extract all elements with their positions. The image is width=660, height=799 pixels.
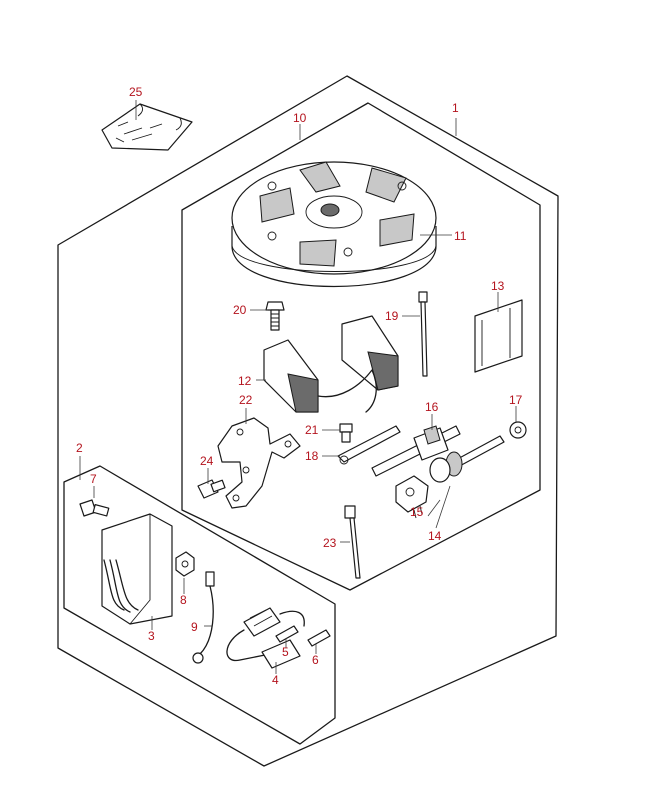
connector-icon-16 — [371, 425, 461, 477]
callout-6: 6 — [312, 653, 319, 667]
screw-icon-21 — [339, 423, 353, 443]
connector-icon-15 — [395, 475, 429, 519]
washer-icon — [509, 421, 527, 439]
callout-14: 14 — [428, 529, 442, 543]
coil-pair-icon — [263, 315, 399, 413]
assembly-outline-box — [181, 102, 541, 591]
callout-23: 23 — [323, 536, 337, 550]
callout-4: 4 — [272, 673, 279, 687]
callout-25: 25 — [129, 85, 143, 99]
leader-lines — [79, 100, 517, 674]
bolt-icon-24 — [197, 479, 226, 499]
bracket-icon — [217, 417, 301, 509]
callout-10: 10 — [293, 111, 307, 125]
callout-8: 8 — [180, 593, 187, 607]
callout-24: 24 — [200, 454, 214, 468]
callout-12: 12 — [238, 374, 252, 388]
fuse-holder-icon — [226, 607, 305, 669]
callout-labels: 1 10 25 11 20 19 13 12 22 21 18 16 17 24… — [76, 85, 523, 687]
callout-17: 17 — [509, 393, 523, 407]
callout-18: 18 — [305, 449, 319, 463]
callout-11: 11 — [454, 229, 467, 243]
callout-19: 19 — [385, 309, 399, 323]
tape-icon — [474, 299, 523, 373]
callout-22: 22 — [239, 393, 253, 407]
wire-clip-icon — [337, 425, 401, 465]
callout-9: 9 — [191, 620, 198, 634]
callout-16: 16 — [425, 400, 439, 414]
bolt-icon-20 — [265, 301, 285, 331]
flywheel-icon — [231, 161, 437, 288]
callout-21: 21 — [305, 423, 319, 437]
callout-1: 1 — [452, 101, 459, 115]
connector-icon-14 — [429, 435, 505, 483]
callout-20: 20 — [233, 303, 247, 317]
callout-3: 3 — [148, 629, 155, 643]
cable-tie-icon-19 — [418, 291, 428, 377]
callout-7: 7 — [90, 472, 97, 486]
nut-icon — [175, 551, 195, 577]
cable-tie-icon-23 — [344, 505, 361, 579]
ground-wire-icon — [192, 571, 215, 664]
fuse-icon-5 — [275, 625, 299, 643]
bolt-icon-7 — [79, 499, 110, 517]
callout-15: 15 — [410, 505, 424, 519]
callout-2: 2 — [76, 441, 83, 455]
label-sheet-icon — [101, 103, 193, 151]
callout-5: 5 — [282, 645, 289, 659]
callout-13: 13 — [491, 279, 505, 293]
kit-outline-box — [57, 75, 559, 767]
subassembly-outline-box — [63, 465, 336, 745]
rectifier-icon — [101, 513, 173, 625]
fuse-icon-6 — [307, 629, 331, 647]
